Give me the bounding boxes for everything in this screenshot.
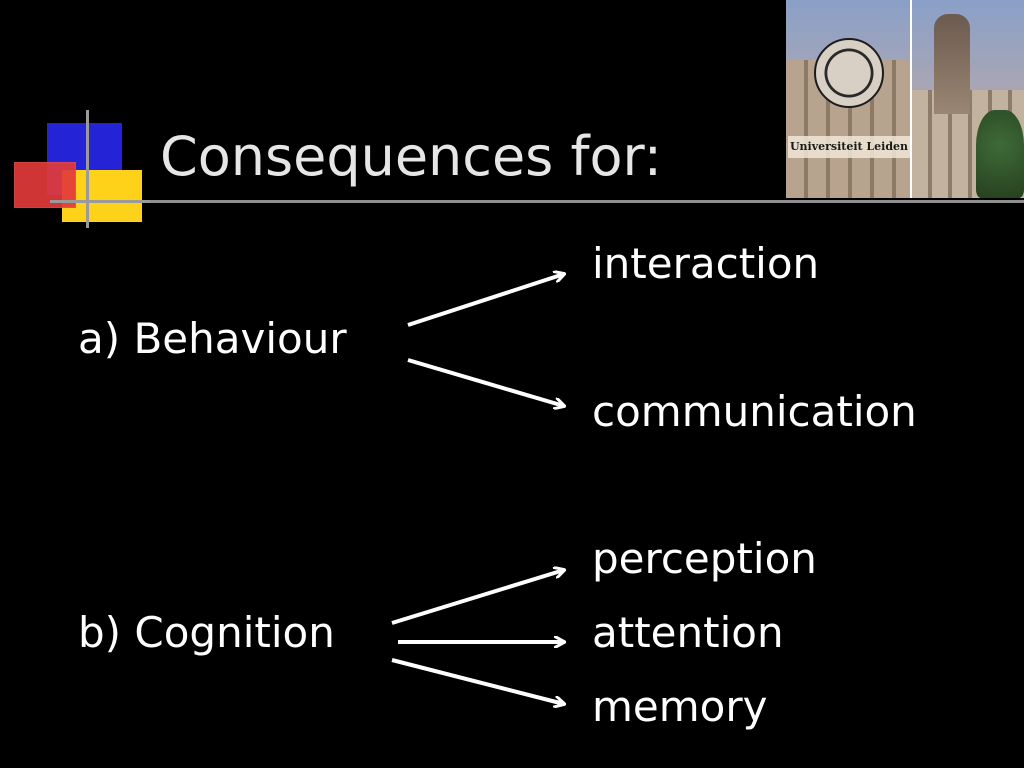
arrow-icon — [391, 658, 564, 704]
university-logo-photo: Universiteit Leiden — [786, 0, 1024, 198]
target-interaction: interaction — [592, 239, 820, 288]
decorative-horizontal-line — [50, 200, 160, 203]
title-underline — [150, 200, 1024, 203]
decorative-vertical-line — [86, 110, 89, 228]
target-perception: perception — [592, 534, 817, 583]
target-communication: communication — [592, 387, 917, 436]
photo-divider — [910, 0, 912, 198]
tree — [976, 110, 1024, 198]
arrow-icon — [391, 570, 564, 625]
decorative-squares — [0, 0, 160, 240]
cognition-label: b) Cognition — [78, 608, 335, 657]
target-attention: attention — [592, 608, 784, 657]
behaviour-label: a) Behaviour — [78, 314, 347, 363]
tower — [934, 14, 970, 114]
university-name: Universiteit Leiden — [788, 136, 910, 158]
arrow-icon — [407, 358, 564, 406]
arrow-icon — [407, 274, 564, 327]
slide-title: Consequences for: — [160, 125, 662, 188]
target-memory: memory — [592, 682, 768, 731]
university-seal-icon — [814, 38, 884, 108]
